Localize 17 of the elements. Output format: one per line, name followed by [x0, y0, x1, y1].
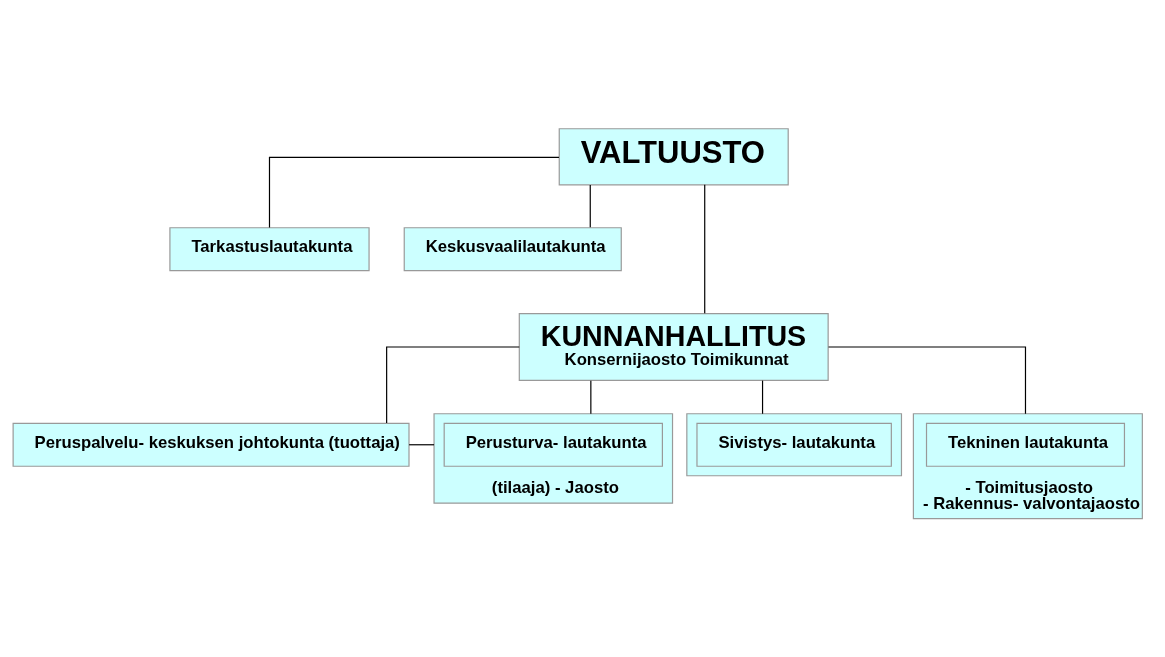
node-box: Sivistys- lautakunta	[696, 422, 892, 467]
node-box: VALTUUSTO	[558, 128, 789, 186]
connector	[704, 184, 706, 314]
node-box: KUNNANHALLITUS Konsernijaosto Toimikunnat	[518, 313, 829, 381]
node-box: Keskusvaalilautakunta	[403, 227, 622, 272]
cluster	[686, 413, 903, 477]
node-box: Peruspalvelu- keskuksen johtokunta (tuottaja)	[12, 422, 410, 467]
node-box: Tarkastuslautakunta	[169, 227, 370, 272]
connector	[761, 380, 764, 415]
connector	[408, 444, 435, 446]
node-box: Perusturva- lautakunta	[443, 422, 663, 467]
connector	[268, 156, 560, 229]
connector	[590, 380, 592, 415]
connector	[589, 184, 591, 228]
node-box: Tekninen lautakunta	[925, 422, 1126, 467]
connector	[386, 346, 520, 424]
connector	[827, 346, 1027, 415]
